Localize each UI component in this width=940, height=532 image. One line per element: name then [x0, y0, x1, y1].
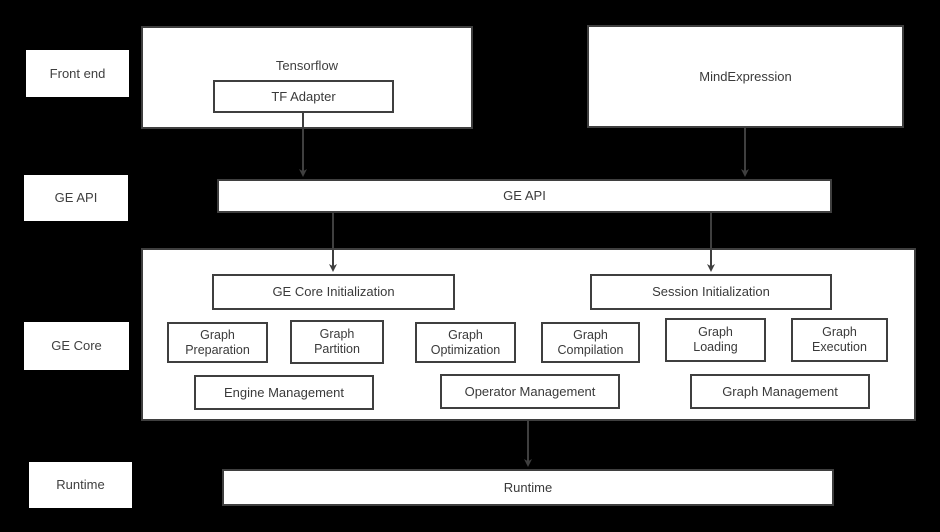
- session-initialization-box[interactable]: Session Initialization: [590, 274, 832, 310]
- ge-core-initialization-label: GE Core Initialization: [272, 284, 395, 300]
- graph-partition-label: Graph Partition: [314, 327, 360, 357]
- graph-loading-line2: Loading: [693, 340, 738, 354]
- graph-loading-box[interactable]: Graph Loading: [665, 318, 766, 362]
- graph-compilation-line2: Compilation: [557, 342, 624, 357]
- ge-core-initialization-box[interactable]: GE Core Initialization: [212, 274, 455, 310]
- tf-adapter-label: TF Adapter: [271, 88, 336, 104]
- row-label-runtime-text: Runtime: [56, 477, 105, 493]
- engine-management-label: Engine Management: [224, 384, 344, 400]
- graph-preparation-line1: Graph: [200, 327, 235, 342]
- row-label-ge-api-text: GE API: [54, 190, 98, 206]
- graph-optimization-label: Graph Optimization: [431, 328, 500, 358]
- graph-partition-box[interactable]: Graph Partition: [290, 320, 384, 364]
- graph-preparation-box[interactable]: Graph Preparation: [167, 322, 268, 363]
- graph-compilation-label: Graph Compilation: [557, 328, 623, 358]
- row-label-front-end-text: Front end: [49, 65, 106, 81]
- graph-optimization-line2: Optimization: [430, 342, 501, 357]
- row-label-ge-api: GE API: [24, 175, 128, 221]
- mindexpression-box[interactable]: MindExpression: [587, 25, 904, 128]
- tensorflow-label: Tensorflow: [275, 58, 339, 73]
- row-label-runtime: Runtime: [29, 462, 132, 508]
- session-initialization-label: Session Initialization: [652, 284, 770, 300]
- operator-management-box[interactable]: Operator Management: [440, 374, 620, 409]
- graph-preparation-label: Graph Preparation: [185, 328, 250, 358]
- graph-partition-line2: Partition: [314, 342, 360, 356]
- graph-execution-line1: Graph: [822, 325, 857, 339]
- graph-loading-line1: Graph: [698, 325, 733, 339]
- graph-execution-label: Graph Execution: [812, 325, 867, 355]
- graph-management-label: Graph Management: [722, 383, 838, 399]
- tf-adapter-box[interactable]: TF Adapter: [213, 80, 394, 113]
- graph-partition-line1: Graph: [319, 327, 355, 341]
- row-label-ge-core: GE Core: [24, 322, 129, 370]
- mindexpression-label: MindExpression: [699, 68, 792, 84]
- graph-optimization-box[interactable]: Graph Optimization: [415, 322, 516, 363]
- runtime-bar-label: Runtime: [503, 479, 553, 495]
- row-label-ge-core-text: GE Core: [51, 338, 102, 354]
- tensorflow-container[interactable]: Tensorflow: [141, 26, 473, 129]
- runtime-bar[interactable]: Runtime: [222, 469, 834, 506]
- row-label-front-end: Front end: [26, 50, 129, 97]
- graph-loading-label: Graph Loading: [693, 325, 738, 355]
- graph-compilation-box[interactable]: Graph Compilation: [541, 322, 640, 363]
- graph-execution-line2: Execution: [812, 340, 867, 354]
- graph-management-box[interactable]: Graph Management: [690, 374, 870, 409]
- graph-optimization-line1: Graph: [448, 327, 483, 342]
- engine-management-box[interactable]: Engine Management: [194, 375, 374, 410]
- ge-api-bar[interactable]: GE API: [217, 179, 832, 213]
- operator-management-label: Operator Management: [464, 383, 596, 399]
- graph-preparation-line2: Preparation: [185, 342, 250, 357]
- graph-compilation-line1: Graph: [573, 327, 608, 342]
- ge-api-bar-label: GE API: [503, 188, 546, 204]
- graph-execution-box[interactable]: Graph Execution: [791, 318, 888, 362]
